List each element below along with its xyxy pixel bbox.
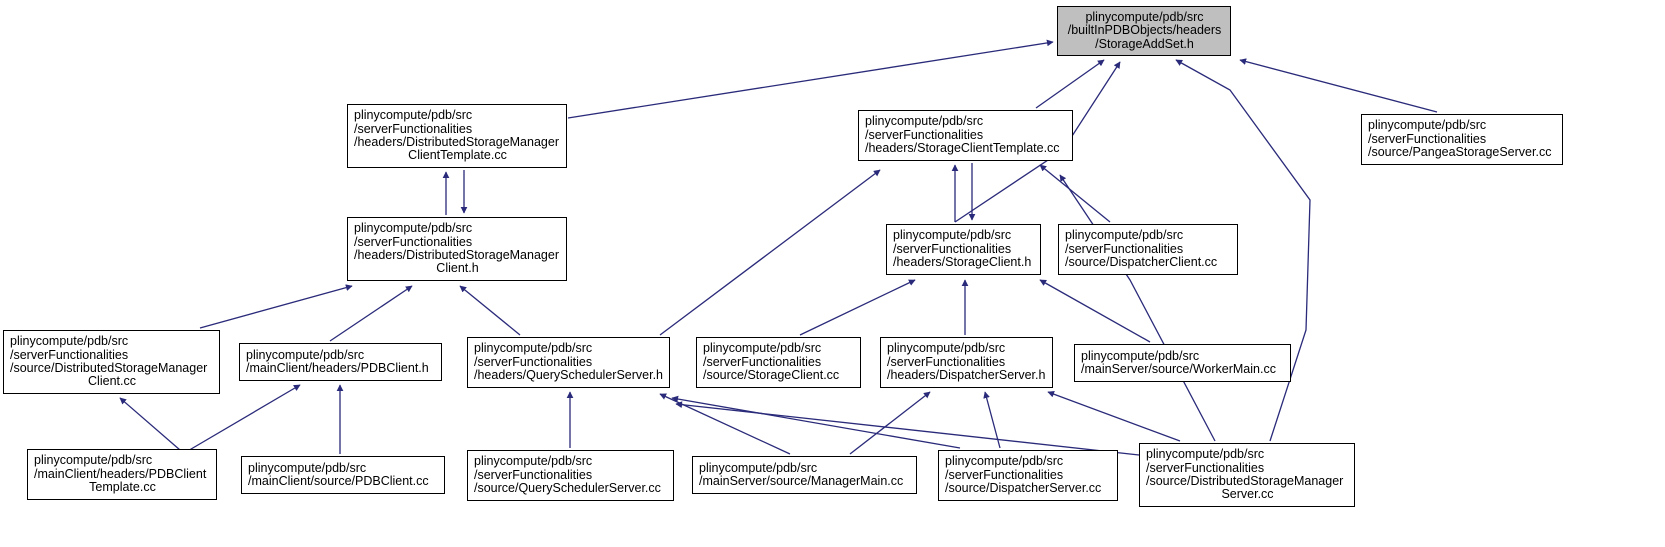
graph-node-label-line: plinycompute/pdb/src bbox=[703, 341, 822, 356]
graph-node-storageaddset_h[interactable]: plinycompute/pdb/src/builtInPDBObjects/h… bbox=[1057, 6, 1231, 56]
graph-node-label-line: /builtInPDBObjects/headers bbox=[1067, 23, 1222, 38]
graph-node-label-line: /serverFunctionalities bbox=[703, 354, 822, 369]
graph-node-label-line: plinycompute/pdb/src bbox=[34, 453, 153, 468]
edge-dispatcher-server-cc-to-dispatcher-server-h bbox=[983, 391, 1001, 449]
graph-node-label-line: plinycompute/pdb/src bbox=[699, 460, 818, 475]
edge-storage-client-cc-to-storage-client-h bbox=[799, 279, 916, 336]
graph-node-label-line: /mainServer/source/ManagerMain.cc bbox=[699, 474, 904, 488]
graph-node-label-line: Client.cc bbox=[88, 374, 136, 389]
edge-pdbclient-template-to-dsm-client-cc bbox=[119, 397, 181, 451]
edge-dsm-server-to-storage-client-template bbox=[1059, 174, 1216, 442]
graph-node-label-line: plinycompute/pdb/src bbox=[1368, 118, 1487, 133]
graph-node-dispatcher_server_cc[interactable]: plinycompute/pdb/src/serverFunctionaliti… bbox=[938, 450, 1118, 501]
graph-node-query_scheduler_server_h[interactable]: plinycompute/pdb/src/serverFunctionaliti… bbox=[467, 337, 670, 388]
graph-node-label-line: /serverFunctionalities bbox=[10, 347, 129, 362]
graph-node-label-line: /serverFunctionalities bbox=[354, 121, 473, 136]
edge-query-scheduler-h-to-dsm-client-h bbox=[459, 285, 521, 336]
graph-node-label-line: plinycompute/pdb/src bbox=[893, 228, 1012, 243]
graph-node-storage_client_template_cc[interactable]: plinycompute/pdb/src/serverFunctionaliti… bbox=[858, 110, 1073, 161]
graph-node-label-line: /mainServer/source/WorkerMain.cc bbox=[1081, 362, 1276, 376]
graph-node-manager_main_cc[interactable]: plinycompute/pdb/src/mainServer/source/M… bbox=[692, 456, 917, 494]
graph-node-label-line: /headers/QuerySchedulerServer.h bbox=[474, 368, 663, 383]
graph-node-label-line: plinycompute/pdb/src bbox=[1146, 447, 1265, 462]
graph-node-dispatcher_client_cc[interactable]: plinycompute/pdb/src/serverFunctionaliti… bbox=[1058, 224, 1238, 275]
graph-node-dsm_client_template_cc[interactable]: plinycompute/pdb/src/serverFunctionaliti… bbox=[347, 104, 567, 168]
graph-node-label-line: /serverFunctionalities bbox=[945, 467, 1064, 482]
graph-node-label-line: plinycompute/pdb/src bbox=[474, 341, 593, 356]
graph-node-label-line: /serverFunctionalities bbox=[354, 234, 473, 249]
graph-node-label-line: /serverFunctionalities bbox=[474, 467, 593, 482]
graph-node-label-line: plinycompute/pdb/src bbox=[1065, 228, 1184, 243]
graph-node-dsm_client_cc[interactable]: plinycompute/pdb/src/serverFunctionaliti… bbox=[3, 330, 220, 394]
graph-node-label-line: /mainClient/source/PDBClient.cc bbox=[248, 474, 429, 488]
graph-node-dsm_client_h[interactable]: plinycompute/pdb/src/serverFunctionaliti… bbox=[347, 217, 567, 281]
graph-node-label-line: Client.h bbox=[436, 261, 479, 276]
edge-pdbclient-h-to-dsm-client-h bbox=[329, 285, 413, 342]
edge-dsm-client-template-to-storageaddset bbox=[567, 39, 1054, 119]
graph-node-label-line: /serverFunctionalities bbox=[865, 127, 984, 142]
graph-node-label-line: plinycompute/pdb/src bbox=[246, 347, 365, 362]
graph-node-label-line: /serverFunctionalities bbox=[1368, 131, 1487, 146]
graph-node-pdbclient_template_cc[interactable]: plinycompute/pdb/src/mainClient/headers/… bbox=[27, 449, 217, 500]
graph-node-label-line: /headers/DistributedStorageManager bbox=[354, 248, 559, 262]
graph-node-label-line: /source/StorageClient.cc bbox=[703, 368, 840, 383]
graph-node-storage_client_h[interactable]: plinycompute/pdb/src/serverFunctionaliti… bbox=[886, 224, 1041, 275]
graph-node-label-line: Server.cc bbox=[1221, 487, 1274, 502]
graph-node-label-line: /source/PangeaStorageServer.cc bbox=[1368, 145, 1552, 160]
graph-node-storage_client_cc[interactable]: plinycompute/pdb/src/serverFunctionaliti… bbox=[696, 337, 861, 388]
graph-node-label-line: plinycompute/pdb/src bbox=[945, 454, 1064, 469]
graph-node-label-line: /source/DispatcherServer.cc bbox=[945, 481, 1102, 496]
graph-node-label-line: plinycompute/pdb/src bbox=[887, 341, 1006, 356]
graph-node-label-line: /headers/StorageClient.h bbox=[893, 255, 1032, 270]
edge-pangea-to-storageaddset bbox=[1239, 58, 1438, 113]
edge-dsm-client-cc-to-dsm-client-h bbox=[199, 284, 353, 329]
edge-query-scheduler-h-to-storage-client-template bbox=[659, 169, 881, 336]
graph-node-pdbclient_h[interactable]: plinycompute/pdb/src/mainClient/headers/… bbox=[239, 343, 442, 381]
graph-node-label-line: plinycompute/pdb/src bbox=[1081, 348, 1200, 363]
graph-node-label-line: /source/QuerySchedulerServer.cc bbox=[474, 481, 661, 496]
graph-node-label-line: /source/DistributedStorageManager bbox=[1146, 474, 1344, 488]
graph-node-pdbclient_cc[interactable]: plinycompute/pdb/src/mainClient/source/P… bbox=[241, 456, 445, 494]
edge-dsm-server-to-dispatcher-server-h bbox=[1047, 390, 1181, 442]
edge-manager-main-to-query-scheduler-h bbox=[659, 393, 791, 455]
graph-node-dispatcher_server_h[interactable]: plinycompute/pdb/src/serverFunctionaliti… bbox=[880, 337, 1053, 388]
edge-dispatcher-server-cc-to-query-scheduler-h bbox=[671, 395, 961, 449]
graph-node-label-line: plinycompute/pdb/src bbox=[10, 334, 129, 349]
graph-node-label-line: /source/DispatcherClient.cc bbox=[1065, 255, 1218, 270]
graph-node-label-line: plinycompute/pdb/src bbox=[354, 108, 473, 123]
graph-node-label-line: plinycompute/pdb/src bbox=[248, 460, 367, 475]
graph-node-label-line: Template.cc bbox=[89, 480, 156, 495]
graph-node-label-line: plinycompute/pdb/src bbox=[474, 454, 593, 469]
graph-node-pangea_storage_server_cc[interactable]: plinycompute/pdb/src/serverFunctionaliti… bbox=[1361, 114, 1563, 165]
edge-pdbclient-template-to-pdbclient-h bbox=[185, 384, 301, 453]
edge-dsm-server-to-query-scheduler-h bbox=[675, 401, 1140, 456]
graph-node-label-line: /StorageAddSet.h bbox=[1095, 36, 1194, 51]
graph-node-label-line: plinycompute/pdb/src bbox=[865, 114, 984, 129]
graph-node-worker_main_cc[interactable]: plinycompute/pdb/src/mainServer/source/W… bbox=[1074, 344, 1291, 382]
graph-node-label-line: /serverFunctionalities bbox=[893, 241, 1012, 256]
graph-node-label-line: ClientTemplate.cc bbox=[408, 148, 507, 163]
graph-node-dsm_server_cc[interactable]: plinycompute/pdb/src/serverFunctionaliti… bbox=[1139, 443, 1355, 507]
graph-node-label-line: plinycompute/pdb/src bbox=[1085, 9, 1204, 24]
edge-worker-main-to-storage-client-h bbox=[1039, 279, 1151, 343]
graph-node-label-line: plinycompute/pdb/src bbox=[354, 221, 473, 236]
graph-node-label-line: /serverFunctionalities bbox=[887, 354, 1006, 369]
graph-node-label-line: /headers/StorageClientTemplate.cc bbox=[865, 141, 1060, 156]
graph-node-label-line: /source/DistributedStorageManager bbox=[10, 361, 208, 375]
graph-node-label-line: /mainClient/headers/PDBClient.h bbox=[246, 361, 429, 375]
graph-node-label-line: /mainClient/headers/PDBClient bbox=[34, 466, 207, 481]
edge-manager-main-to-dispatcher-server-h bbox=[849, 391, 931, 455]
graph-node-label-line: /serverFunctionalities bbox=[474, 354, 593, 369]
graph-node-label-line: /headers/DistributedStorageManager bbox=[354, 135, 559, 149]
graph-node-label-line: /serverFunctionalities bbox=[1065, 241, 1184, 256]
edge-storage-client-template-to-storageaddset bbox=[1035, 59, 1105, 109]
graph-node-label-line: /serverFunctionalities bbox=[1146, 460, 1265, 475]
graph-node-query_scheduler_server_cc[interactable]: plinycompute/pdb/src/serverFunctionaliti… bbox=[467, 450, 674, 501]
graph-node-label-line: /headers/DispatcherServer.h bbox=[887, 368, 1046, 383]
edge-dispatcher-client-to-storage-client-template bbox=[1039, 164, 1111, 223]
